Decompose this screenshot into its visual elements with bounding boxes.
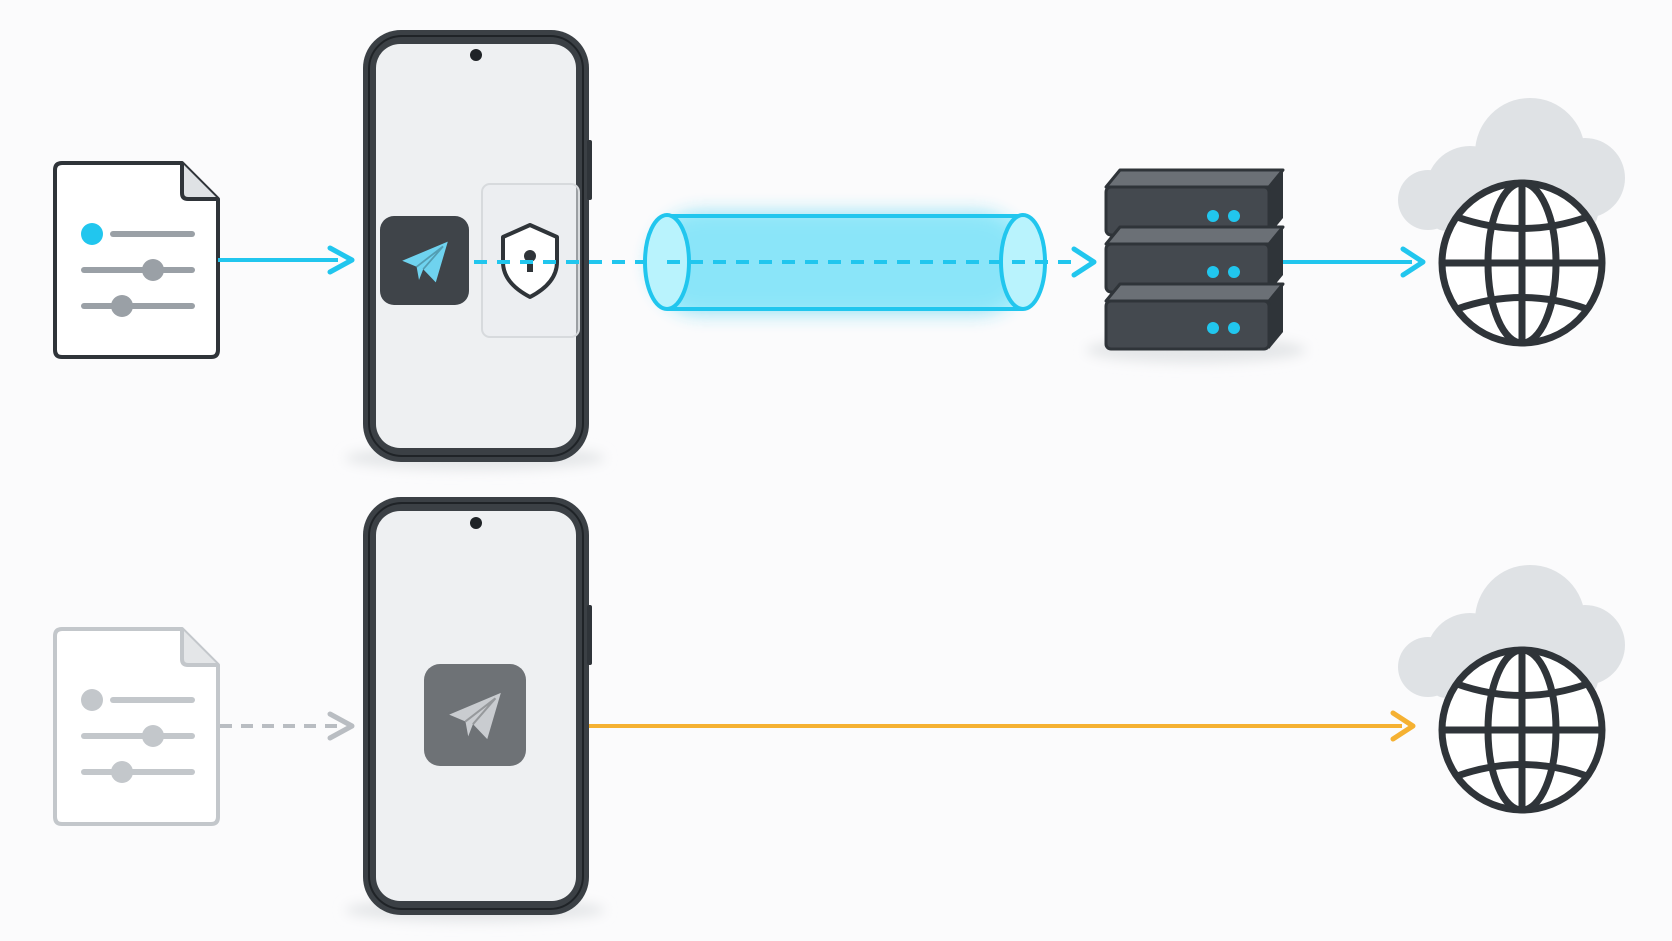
messenger-app-icon[interactable] (424, 664, 526, 766)
internet-globe (1398, 98, 1625, 347)
server-unit (1104, 225, 1285, 294)
toggle-dot-active (81, 223, 103, 245)
slider-knob (111, 295, 133, 317)
server-unit (1104, 168, 1285, 237)
slider-knob (142, 259, 164, 281)
side-button (587, 605, 592, 665)
camera-dot (470, 517, 482, 529)
config-arrow (218, 245, 355, 275)
row-proxied (53, 30, 1625, 470)
side-button (587, 140, 592, 200)
config-file-icon (53, 161, 220, 359)
camera-dot (470, 49, 482, 61)
encrypted-tunnel (643, 212, 1097, 314)
server-unit (1104, 282, 1285, 351)
config-file-icon (53, 627, 220, 826)
globe-icon (1438, 179, 1606, 347)
toggle-dot-inactive (81, 689, 103, 711)
slider-knob (142, 725, 164, 747)
server-stack-icon (1086, 168, 1306, 363)
internet-globe (1398, 565, 1625, 814)
smartphone (345, 30, 605, 470)
slider-knob (111, 761, 133, 783)
row-direct (53, 497, 1625, 922)
messenger-app-icon[interactable] (380, 216, 469, 305)
globe-icon (1438, 646, 1606, 814)
exit-arrow (1283, 246, 1426, 278)
direct-link (589, 710, 1416, 742)
config-arrow (220, 711, 355, 741)
